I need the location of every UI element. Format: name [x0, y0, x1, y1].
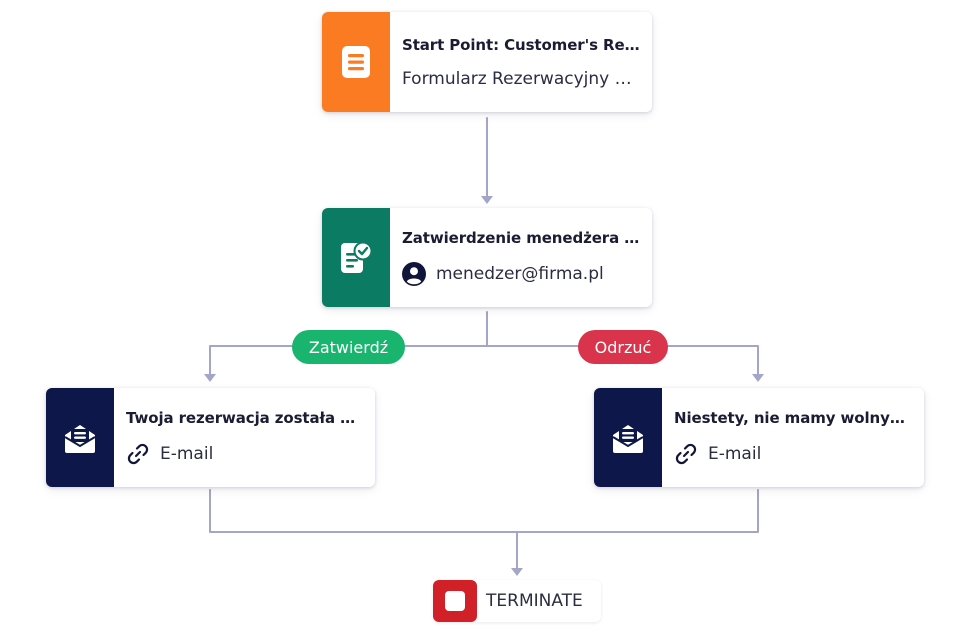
- approval-node-assignee: menedzer@firma.pl: [402, 262, 640, 286]
- approval-document-icon: [341, 241, 373, 273]
- terminate-node[interactable]: TERMINATE: [433, 580, 601, 622]
- email-approve-type: E-mail: [160, 444, 214, 464]
- start-node-title: Start Point: Customer's Rese...: [402, 35, 640, 54]
- connector-arrowheads: [204, 196, 764, 576]
- email-reject-title: Niestety, nie mamy wolnych ...: [674, 409, 912, 427]
- link-icon: [126, 442, 150, 466]
- arrowhead-approval: [481, 196, 493, 204]
- terminate-label: TERMINATE: [486, 591, 583, 611]
- email-approve-node[interactable]: Twoja rezerwacja została pot... E-mail: [46, 388, 375, 487]
- branch-approve-label: Zatwierdź: [308, 337, 389, 357]
- form-icon: [342, 46, 370, 78]
- start-point-node[interactable]: Start Point: Customer's Rese... Formular…: [322, 12, 652, 112]
- start-node-form-name: Formularz Rezerwacyjny R...: [402, 68, 640, 89]
- approval-node-title: Zatwierdzenie menedżera re...: [402, 229, 640, 247]
- connector-emails-merge: [209, 489, 759, 570]
- email-reject-subtitle: E-mail: [674, 442, 912, 466]
- start-node-body: Start Point: Customer's Rese... Formular…: [390, 12, 652, 112]
- email-reject-icon-panel: [594, 388, 662, 487]
- start-node-subtitle: Formularz Rezerwacyjny R...: [402, 69, 640, 89]
- approval-node-body: Zatwierdzenie menedżera re... menedzer@f…: [390, 208, 652, 307]
- email-approve-subtitle: E-mail: [126, 442, 363, 466]
- start-node-icon-panel: [322, 12, 390, 112]
- email-icon: [612, 424, 644, 453]
- terminate-icon-panel: [433, 580, 477, 622]
- email-approve-title: Twoja rezerwacja została pot...: [126, 409, 363, 427]
- link-icon: [674, 442, 698, 466]
- email-reject-node[interactable]: Niestety, nie mamy wolnych ... E-mail: [594, 388, 924, 487]
- email-icon: [64, 424, 96, 453]
- email-reject-type: E-mail: [708, 444, 762, 464]
- stop-icon: [445, 591, 465, 611]
- arrowhead-email-approve: [204, 374, 216, 382]
- approval-node-assignee-email: menedzer@firma.pl: [436, 264, 604, 284]
- email-reject-body: Niestety, nie mamy wolnych ... E-mail: [662, 388, 924, 487]
- branch-approve-badge[interactable]: Zatwierdź: [292, 330, 405, 364]
- approval-node-icon-panel: [322, 208, 390, 307]
- arrowhead-terminate: [511, 568, 523, 576]
- branch-reject-badge[interactable]: Odrzuć: [578, 330, 668, 364]
- approval-node[interactable]: Zatwierdzenie menedżera re... menedzer@f…: [322, 208, 652, 307]
- arrowhead-email-reject: [752, 374, 764, 382]
- email-approve-icon-panel: [46, 388, 114, 487]
- email-approve-body: Twoja rezerwacja została pot... E-mail: [114, 388, 375, 487]
- user-avatar-icon: [402, 262, 426, 286]
- branch-reject-label: Odrzuć: [594, 337, 652, 357]
